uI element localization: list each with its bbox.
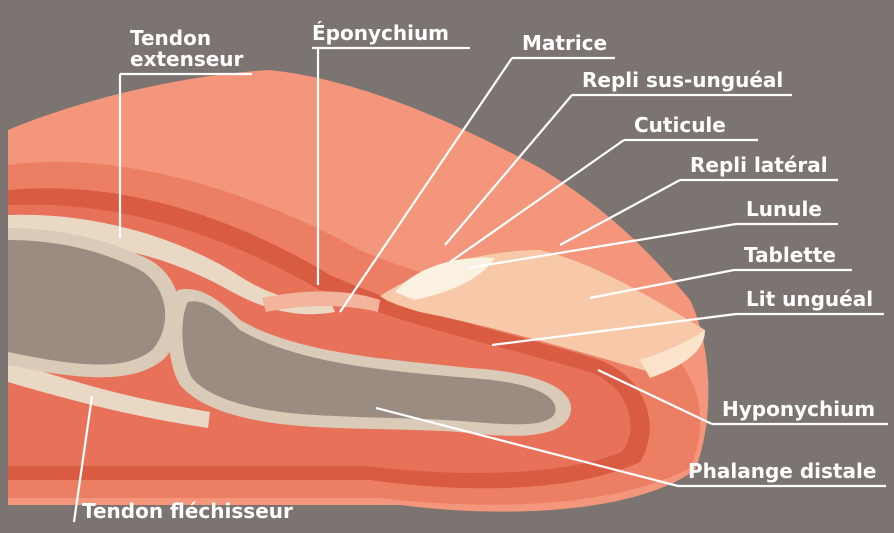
label-tendon-flechisseur: Tendon fléchisseur	[82, 499, 293, 523]
label-hyponychium: Hyponychium	[722, 397, 875, 421]
label-repli-lateral: Repli latéral	[690, 153, 828, 177]
label-eponychium: Éponychium	[312, 21, 449, 45]
label-lunule: Lunule	[746, 197, 822, 221]
label-matrice: Matrice	[522, 31, 607, 55]
label-tendon-extenseur-line2: extenseur	[130, 47, 244, 71]
label-tablette: Tablette	[744, 243, 836, 267]
label-phalange-distale: Phalange distale	[688, 459, 876, 483]
label-lit-ungueal: Lit unguéal	[746, 287, 873, 311]
label-cuticule: Cuticule	[634, 113, 726, 137]
label-repli-sus-ungueal: Repli sus-unguéal	[582, 68, 783, 92]
